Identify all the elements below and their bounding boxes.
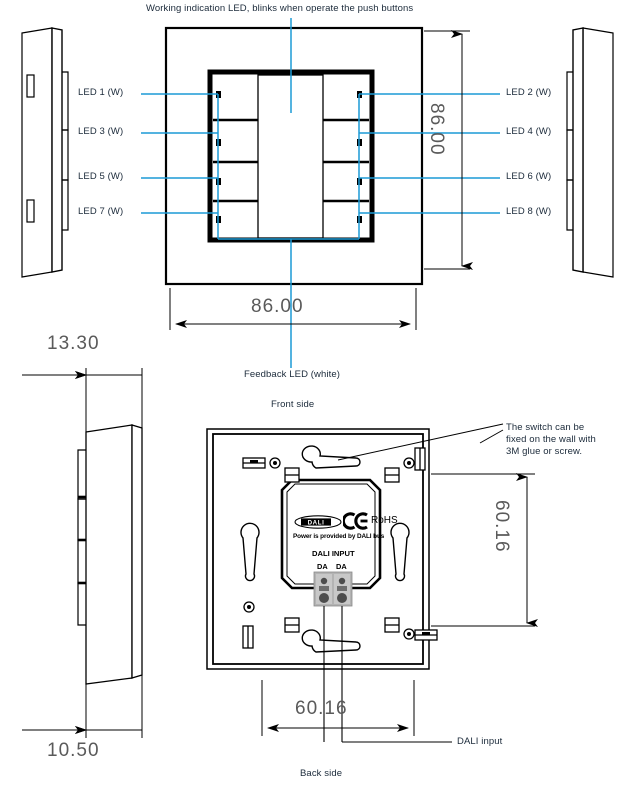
back-side-caption: Back side (300, 768, 343, 779)
side-view-top-left (21, 27, 69, 278)
front-side-caption: Front side (271, 399, 315, 410)
dali-input-title: DALI INPUT (312, 549, 355, 558)
dali-logo-icon: DALI (294, 515, 342, 529)
leader-lines (141, 18, 500, 368)
svg-text:DALI: DALI (308, 519, 325, 526)
back-view-center-module (280, 478, 382, 590)
dimension-front-height: 86.00 (426, 103, 447, 156)
terminal-label-da-2: DA (336, 562, 347, 571)
back-view-keyhole-slots (240, 522, 410, 582)
led-label-4: LED 4 (W) (506, 126, 552, 137)
back-view-oval-clips (301, 445, 361, 653)
front-view-dimension-lines (169, 30, 473, 330)
dimension-front-width: 86.00 (251, 296, 304, 317)
side-depth-dimensions (22, 368, 143, 738)
terminal-label-da-1: DA (317, 562, 328, 571)
led-label-1: LED 1 (W) (78, 87, 124, 98)
dimension-back-height: 60.16 (491, 500, 512, 553)
ce-mark-icon (343, 512, 368, 530)
feedback-led-label: Feedback LED (white) (244, 369, 340, 380)
side-view-top-right (566, 27, 614, 278)
front-view-button-block (207, 69, 375, 243)
led-label-8: LED 8 (W) (506, 206, 552, 217)
wall-fix-note-line-2: fixed on the wall with (506, 434, 596, 445)
led-label-5: LED 5 (W) (78, 171, 124, 182)
working-indication-note: Working indication LED, blinks when oper… (146, 3, 414, 14)
power-source-note: Power is provided by DALI bus (293, 533, 385, 540)
dali-terminal-block (313, 571, 452, 743)
led-label-2: LED 2 (W) (506, 87, 552, 98)
dimension-back-width: 60.16 (295, 698, 348, 719)
led-label-6: LED 6 (W) (506, 171, 552, 182)
wall-fix-leader (337, 423, 504, 461)
led-label-7: LED 7 (W) (78, 206, 124, 217)
dimension-depth-top: 13.30 (47, 333, 100, 354)
back-view-dimension-lines (261, 473, 538, 736)
wall-fix-note-line-3: 3M glue or screw. (506, 446, 583, 457)
dali-input-leader-label: DALI input (457, 736, 503, 747)
dimension-depth-bottom: 10.50 (47, 740, 100, 761)
side-view-bottom-left (77, 424, 143, 685)
wall-fix-note-line-1: The switch can be (506, 422, 585, 433)
back-view-mount-hardware (242, 447, 438, 649)
rohs-mark: RoHS (371, 515, 398, 526)
led-label-3: LED 3 (W) (78, 126, 124, 137)
